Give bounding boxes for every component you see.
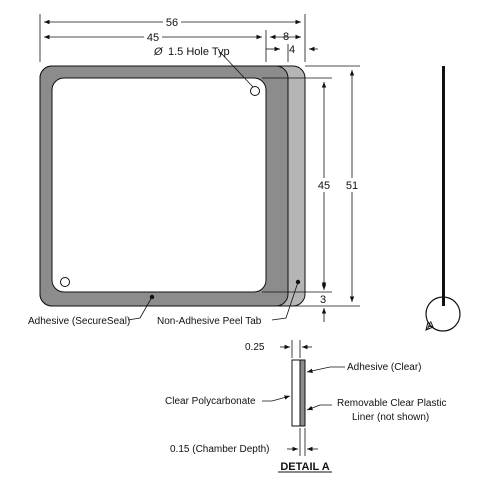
dim-adhesive-width: 45 <box>147 32 159 44</box>
label-liner-line1: Removable Clear Plastic <box>337 398 447 409</box>
dim-overall-height: 51 <box>346 180 358 192</box>
label-adhesive-clear: Adhesive (Clear) <box>347 362 421 373</box>
dim-tab-inner: 4 <box>289 44 295 56</box>
dim-bottom-margin: 3 <box>320 294 326 306</box>
dim-chamber-depth: 0.15 (Chamber Depth) <box>170 444 270 455</box>
detail-marker: A <box>427 320 435 332</box>
hole-bottom-left <box>60 277 70 287</box>
detail-adhesive-layer <box>299 359 306 427</box>
dim-thickness-top: 0.25 <box>245 342 265 353</box>
label-peel-tab: Non-Adhesive Peel Tab <box>157 316 262 327</box>
detail-polycarbonate <box>291 359 301 427</box>
label-polycarbonate: Clear Polycarbonate <box>165 396 256 407</box>
detail-circle <box>425 296 461 332</box>
dim-overall-width: 56 <box>166 17 178 29</box>
hole-diameter-symbol: Ø <box>153 46 164 58</box>
hole-top-right <box>250 86 260 96</box>
dim-hole-callout: 1.5 Hole Typ <box>168 46 230 58</box>
dim-tab-width: 8 <box>283 31 289 43</box>
detail-title: DETAIL A <box>280 461 329 473</box>
inner-window <box>51 77 267 293</box>
label-liner-line2: Liner (not shown) <box>352 412 429 423</box>
dim-inner-height: 45 <box>318 180 330 192</box>
label-adhesive: Adhesive (SecureSeal) <box>28 316 130 327</box>
side-view-edge <box>442 66 445 306</box>
